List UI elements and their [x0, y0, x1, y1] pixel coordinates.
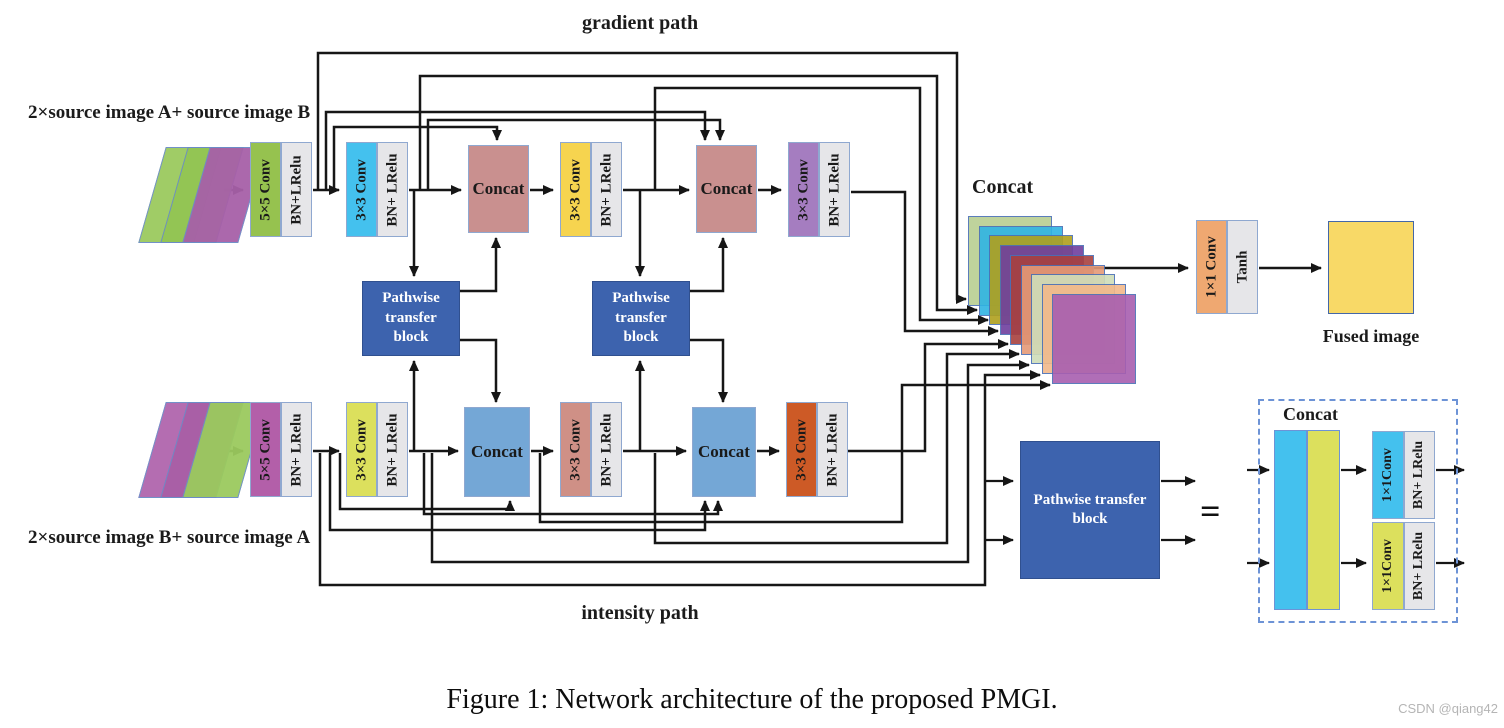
- conv-label: 3×3 Conv: [795, 158, 811, 221]
- pt-line: Pathwise transfer: [1033, 491, 1147, 508]
- conv-label: 3×3 Conv: [567, 418, 583, 481]
- bn-label: BN+ LRelu: [288, 412, 304, 487]
- pt-line: Pathwise: [612, 290, 670, 307]
- conv-layer: 3×3 Conv: [788, 142, 819, 237]
- concat-stack-title: Concat: [972, 176, 1034, 198]
- bn-layer: BN+ LRelu: [1403, 522, 1435, 610]
- bn-layer: BN+ LRelu: [281, 402, 312, 497]
- bn-layer: BN+ LRelu: [377, 402, 408, 497]
- bottom-concat-2: Concat: [692, 407, 756, 497]
- conv-layer: 3×3 Conv: [346, 402, 377, 497]
- legend-concat-title: Concat: [1283, 404, 1338, 424]
- pt-line: transfer: [385, 309, 437, 326]
- conv-label: 3×3 Conv: [353, 418, 369, 481]
- legend-dashed-box: [1258, 399, 1458, 623]
- conv-layer: 1×1Conv: [1372, 522, 1404, 610]
- conv-label: 3×3 Conv: [353, 158, 369, 221]
- bn-layer: BN+ LRelu: [1403, 431, 1435, 519]
- pt-line: block: [1072, 511, 1108, 527]
- bn-label: BN+ LRelu: [824, 412, 840, 487]
- top-conv-3x3-yellow: 3×3 Conv BN+ LRelu: [560, 142, 622, 237]
- conv-layer: 3×3 Conv: [560, 142, 591, 237]
- pathwise-transfer-block-2: Pathwise transfer block: [592, 281, 690, 356]
- feature-map-layer: [1052, 293, 1136, 384]
- legend-pathwise-block: Pathwise transfer block: [1020, 441, 1160, 579]
- bn-layer: BN+LRelu: [281, 142, 312, 237]
- bn-label: BN+ LRelu: [384, 152, 400, 227]
- tanh-label: Tanh: [1234, 250, 1250, 284]
- bn-label: BN+ LRelu: [598, 152, 614, 227]
- bottom-conv-3x3-salmon: 3×3 Conv BN+ LRelu: [560, 402, 622, 497]
- gradient-path-label: gradient path: [581, 12, 699, 34]
- bottom-conv-3x3-orange: 3×3 Conv BN+ LRelu: [786, 402, 848, 497]
- legend-conv-1x1-bottom: 1×1Conv BN+ LRelu: [1372, 522, 1435, 610]
- intensity-path-lines: [224, 339, 1051, 587]
- conv-layer: 3×3 Conv: [346, 142, 377, 237]
- fused-image-label: Fused image: [1322, 326, 1420, 346]
- tanh-layer: Tanh: [1227, 220, 1258, 314]
- bottom-concat-1: Concat: [464, 407, 530, 497]
- equals-sign: =: [1200, 491, 1221, 531]
- pathwise-transfer-block-1: Pathwise transfer block: [362, 281, 460, 356]
- bn-label: BN+ LRelu: [826, 152, 842, 227]
- conv-layer: 5×5 Conv: [250, 402, 281, 497]
- bottom-conv-5x5: 5×5 Conv BN+ LRelu: [250, 402, 312, 497]
- conv-label: 5×5 Conv: [257, 418, 273, 481]
- conv-label: 1×1Conv: [1379, 539, 1395, 593]
- legend-conv-1x1-top: 1×1Conv BN+ LRelu: [1372, 431, 1435, 519]
- top-conv-3x3-purple: 3×3 Conv BN+ LRelu: [788, 142, 850, 237]
- pathwise-transfer-lines: [409, 190, 728, 451]
- fused-image: [1328, 221, 1414, 314]
- bn-layer: BN+ LRelu: [377, 142, 408, 237]
- top-concat-2: Concat: [696, 145, 757, 233]
- pt-line: transfer: [615, 309, 667, 326]
- conv-label: 1×1Conv: [1379, 448, 1395, 502]
- top-conv-3x3-cyan: 3×3 Conv BN+ LRelu: [346, 142, 408, 237]
- conv-label: 3×3 Conv: [793, 418, 809, 481]
- pt-line: Pathwise: [382, 290, 440, 307]
- bn-layer: BN+ LRelu: [591, 402, 622, 497]
- legend-cyan-bar: [1274, 430, 1307, 610]
- bn-label: BN+ LRelu: [598, 412, 614, 487]
- legend-yellowgreen-bar: [1307, 430, 1340, 610]
- conv-label: 5×5 Conv: [257, 158, 273, 221]
- watermark: CSDN @qiang42: [1398, 701, 1498, 716]
- bottom-conv-3x3-yellowgreen: 3×3 Conv BN+ LRelu: [346, 402, 408, 497]
- top-concat-1: Concat: [468, 145, 529, 233]
- bn-label: BN+LRelu: [288, 154, 304, 225]
- bn-label: BN+ LRelu: [1411, 531, 1427, 601]
- conv-layer: 3×3 Conv: [560, 402, 591, 497]
- pt-line: block: [393, 329, 429, 346]
- conv-layer: 3×3 Conv: [786, 402, 817, 497]
- conv-layer: 5×5 Conv: [250, 142, 281, 237]
- intensity-path-label: intensity path: [581, 602, 699, 624]
- conv-layer: 1×1Conv: [1372, 431, 1404, 519]
- source-image-top-label: 2×source image A+ source image B: [28, 102, 311, 123]
- output-conv-1x1: 1×1 Conv Tanh: [1196, 220, 1258, 314]
- conv-layer: 1×1 Conv: [1196, 220, 1227, 314]
- gradient-path-lines: [224, 51, 999, 336]
- conv-label: 3×3 Conv: [567, 158, 583, 221]
- bn-layer: BN+ LRelu: [817, 402, 848, 497]
- conv-label: 1×1 Conv: [1203, 236, 1219, 298]
- source-image-bottom-label: 2×source image B+ source image A: [28, 527, 311, 548]
- bn-layer: BN+ LRelu: [591, 142, 622, 237]
- bn-layer: BN+ LRelu: [819, 142, 850, 237]
- bn-label: BN+ LRelu: [384, 412, 400, 487]
- top-conv-5x5: 5×5 Conv BN+LRelu: [250, 142, 312, 237]
- bn-label: BN+ LRelu: [1411, 440, 1427, 510]
- legend-lines: [985, 465, 1465, 568]
- pt-line: block: [623, 329, 659, 346]
- figure-caption: Figure 1: Network architecture of the pr…: [446, 684, 1058, 715]
